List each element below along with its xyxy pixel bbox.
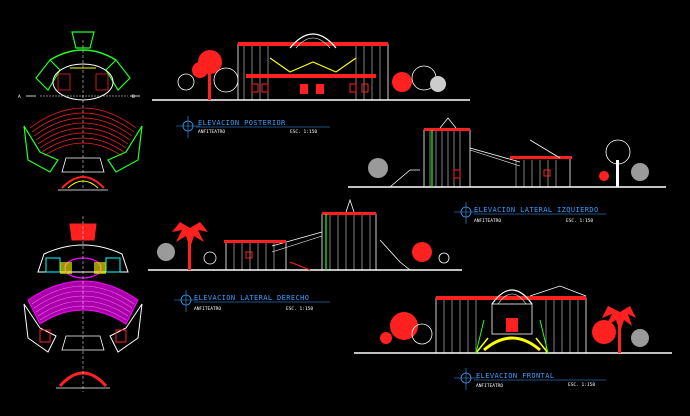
derecho-scale: ESC. 1:150 [286, 306, 313, 312]
izquierdo-title: ELEVACION LATERAL IZQUIERDO [474, 206, 599, 214]
elevation-left: ELEVACION LATERAL IZQUIERDO ANFITEATRO E… [348, 117, 666, 224]
derecho-subtitle: ANFITEATRO [194, 306, 221, 312]
posterior-scale: ESC. 1:150 [290, 129, 317, 135]
elevation-posterior: ELEVACION POSTERIOR ANFITEATRO ESC. 1:15… [152, 33, 470, 138]
izquierdo-scale: ESC. 1:150 [566, 218, 593, 224]
izquierdo-subtitle: ANFITEATRO [474, 218, 501, 224]
derecho-title: ELEVACION LATERAL DERECHO [194, 294, 309, 302]
elevation-frontal: ELEVACION FRONTAL ANFITEATRO ESC. 1:150 [354, 285, 672, 390]
floor-plan-lower [23, 216, 143, 392]
plan-mark-b: B [132, 94, 135, 100]
posterior-subtitle: ANFITEATRO [198, 129, 225, 135]
frontal-subtitle: ANFITEATRO [476, 383, 503, 389]
posterior-title: ELEVACION POSTERIOR [198, 119, 286, 127]
frontal-title: ELEVACION FRONTAL [476, 372, 554, 380]
elevation-right: ELEVACION LATERAL DERECHO ANFITEATRO ESC… [148, 198, 462, 312]
plan-mark-a: A [18, 94, 21, 100]
frontal-scale: ESC. 1:150 [568, 382, 595, 388]
floor-plan-upper: A B [18, 31, 143, 191]
